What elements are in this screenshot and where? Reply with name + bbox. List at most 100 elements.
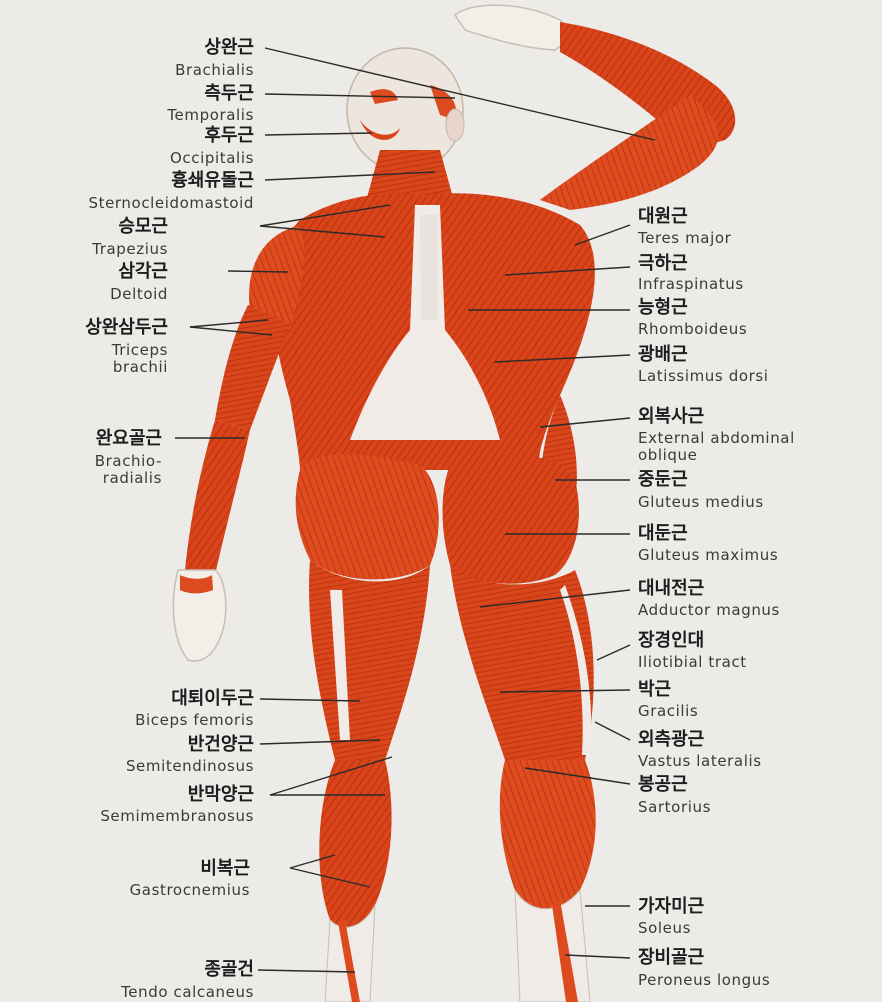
left-deltoid bbox=[249, 225, 305, 330]
label-gastrocnemius: 비복근 Gastrocnemius bbox=[130, 860, 250, 898]
label-en: Sternocleidomastoid bbox=[88, 194, 254, 212]
label-en: Teres major bbox=[638, 229, 732, 247]
label-latissimus-dorsi: 광배근 Latissimus dorsi bbox=[638, 346, 769, 384]
label-ko: 박근 bbox=[638, 679, 672, 700]
leader-triceps-1 bbox=[189, 319, 269, 328]
label-ko: 반막양근 bbox=[187, 784, 254, 805]
label-en: Iliotibial tract bbox=[638, 653, 747, 671]
leader-gastrocnemius-1 bbox=[289, 854, 336, 869]
label-tendo-calcaneus: 종골건 Tendo calcaneus bbox=[121, 961, 254, 1000]
label-ko: 대퇴이두근 bbox=[171, 688, 254, 709]
label-ko: 대둔근 bbox=[638, 523, 688, 544]
leader-biceps-femoris bbox=[259, 698, 361, 702]
label-ko: 상완근 bbox=[204, 37, 254, 58]
label-en-line2: oblique bbox=[638, 446, 698, 464]
label-triceps-brachii: 상완삼두근 Triceps brachii bbox=[85, 319, 168, 375]
raised-upper-arm bbox=[540, 95, 719, 210]
leader-external-oblique bbox=[539, 417, 631, 428]
label-en: Adductor magnus bbox=[638, 601, 780, 619]
label-ko: 극하근 bbox=[638, 253, 688, 274]
label-semimembranosus: 반막양근 Semimembranosus bbox=[100, 786, 254, 824]
label-teres-major: 대원근 Teres major bbox=[638, 208, 731, 246]
leader-semimembranosus-1 bbox=[269, 756, 393, 796]
label-en: Rhomboideus bbox=[638, 320, 748, 338]
label-ko: 장경인대 bbox=[638, 630, 705, 651]
leader-trapezius-1 bbox=[259, 204, 391, 227]
leader-latissimus bbox=[494, 354, 631, 363]
label-ko: 종골건 bbox=[204, 959, 254, 980]
leader-sartorius bbox=[524, 767, 631, 785]
label-en: Sartorius bbox=[638, 798, 711, 816]
left-calf bbox=[319, 760, 392, 929]
left-forearm bbox=[185, 420, 250, 575]
label-semitendinosus: 반건양근 Semitendinosus bbox=[126, 736, 254, 774]
leader-temporalis bbox=[264, 93, 456, 99]
label-brachioradialis: 완요골근 Brachio- radialis bbox=[95, 430, 162, 486]
leader-iliotibial bbox=[596, 644, 631, 661]
leader-peroneus-longus bbox=[564, 954, 631, 959]
label-en: Latissimus dorsi bbox=[638, 367, 769, 385]
left-hand bbox=[172, 569, 227, 662]
label-sternocleidomastoid: 흉쇄유돌근 Sternocleidomastoid bbox=[89, 172, 255, 211]
label-ko: 대원근 bbox=[638, 206, 688, 227]
leader-vastus-lateralis bbox=[594, 721, 631, 741]
label-en: Gastrocnemius bbox=[129, 881, 250, 899]
left-upper-arm bbox=[215, 305, 290, 430]
label-en: Tendo calcaneus bbox=[121, 983, 254, 1001]
label-en: Infraspinatus bbox=[638, 275, 744, 293]
label-ko: 측두근 bbox=[204, 83, 254, 104]
label-en: Peroneus longus bbox=[638, 971, 771, 989]
label-trapezius: 승모근 Trapezius bbox=[92, 218, 168, 257]
leader-sternocleidomastoid bbox=[264, 171, 436, 181]
label-en: Soleus bbox=[638, 919, 692, 937]
label-en: Vastus lateralis bbox=[638, 752, 762, 770]
label-ko: 대내전근 bbox=[638, 578, 705, 599]
label-brachialis: 상완근 Brachialis bbox=[175, 39, 254, 78]
leader-tendo-calcaneus bbox=[257, 969, 356, 973]
label-ko: 광배근 bbox=[638, 344, 688, 365]
label-deltoid: 삼각근 Deltoid bbox=[110, 263, 168, 302]
leader-triceps-2 bbox=[189, 326, 273, 336]
left-gluteus bbox=[295, 454, 439, 580]
label-ko: 장비골근 bbox=[638, 947, 705, 968]
label-ko: 삼각근 bbox=[118, 261, 168, 282]
leader-semitendinosus bbox=[259, 739, 381, 745]
label-biceps-femoris: 대퇴이두근 Biceps femoris bbox=[135, 690, 254, 728]
label-ko: 반건양근 bbox=[187, 734, 254, 755]
label-ko: 상완삼두근 bbox=[85, 317, 168, 338]
label-ko: 봉공근 bbox=[638, 774, 688, 795]
label-temporalis: 측두근 Temporalis bbox=[167, 85, 254, 123]
label-en: Semitendinosus bbox=[125, 757, 254, 775]
neck bbox=[365, 150, 455, 205]
label-external-abdominal-oblique: 외복사근 External abdominal oblique bbox=[638, 408, 795, 463]
label-occipitalis: 후두근 Occipitalis bbox=[170, 127, 254, 166]
label-en: Triceps bbox=[111, 341, 168, 359]
label-vastus-lateralis: 외측광근 Vastus lateralis bbox=[638, 731, 762, 769]
leader-brachialis bbox=[264, 47, 656, 141]
right-gluteus bbox=[442, 455, 579, 584]
label-en: Occipitalis bbox=[170, 149, 254, 167]
label-rhomboideus: 능형근 Rhomboideus bbox=[638, 299, 747, 337]
leader-infraspinatus bbox=[504, 266, 631, 276]
label-en-line2: brachii bbox=[112, 358, 168, 376]
label-ko: 중둔근 bbox=[638, 469, 688, 490]
leader-adductor-magnus bbox=[479, 589, 631, 608]
leader-gracilis bbox=[499, 689, 631, 693]
label-ko: 가자미근 bbox=[638, 896, 705, 917]
label-en: Gluteus maximus bbox=[638, 546, 779, 564]
label-en: Gracilis bbox=[638, 702, 699, 720]
label-ko: 능형근 bbox=[638, 297, 688, 318]
occipital-patch bbox=[360, 120, 400, 140]
label-ko: 후두근 bbox=[204, 125, 254, 146]
label-en: Trapezius bbox=[92, 240, 168, 258]
right-calf bbox=[499, 760, 596, 909]
label-en-line2: radialis bbox=[102, 469, 162, 487]
label-iliotibial-tract: 장경인대 Iliotibial tract bbox=[638, 632, 747, 670]
leader-deltoid bbox=[227, 270, 289, 273]
spine-tendon bbox=[350, 205, 500, 440]
label-adductor-magnus: 대내전근 Adductor magnus bbox=[638, 580, 780, 618]
label-en: Biceps femoris bbox=[135, 711, 254, 729]
label-ko: 흉쇄유돌근 bbox=[171, 170, 254, 191]
label-soleus: 가자미근 Soleus bbox=[638, 898, 704, 936]
